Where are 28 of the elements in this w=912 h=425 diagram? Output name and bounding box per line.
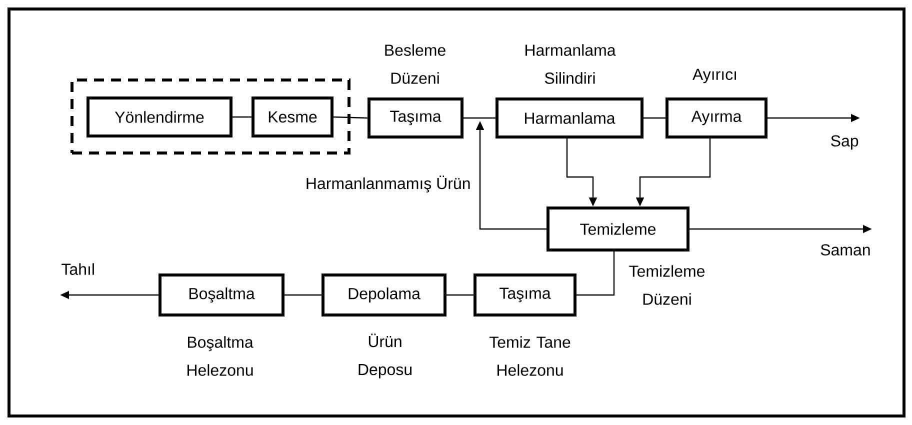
- process-box: Depolama: [322, 273, 446, 316]
- connector-line: [232, 116, 252, 118]
- edge-label: Harmanlanmamış Ürün: [306, 176, 470, 192]
- flow-label: Tahıl: [62, 263, 94, 275]
- dashed-group-box: [70, 78, 350, 154]
- process-box: Boşaltma: [158, 273, 284, 316]
- connector-line: [644, 117, 666, 119]
- process-box: Harmanlama: [496, 98, 644, 138]
- node-caption: Temiz Tane Helezonu: [489, 336, 570, 376]
- process-box: Taşıma: [368, 98, 464, 138]
- process-box: Temizleme: [546, 206, 690, 252]
- connector-line: [464, 117, 496, 119]
- node-caption: Boşaltma Helezonu: [188, 336, 254, 376]
- flow-label: Sap: [831, 135, 858, 150]
- connector-line: [446, 294, 474, 296]
- process-box: Taşıma: [474, 273, 576, 316]
- process-box: Yönlendirme: [86, 96, 232, 138]
- connector-line: [284, 294, 322, 296]
- node-caption: Temizleme Düzeni: [629, 265, 705, 305]
- connector-line: [334, 116, 368, 119]
- flow-label: Saman: [820, 244, 870, 256]
- node-caption: Ürün Deposu: [358, 334, 412, 378]
- process-box: Kesme: [252, 96, 334, 138]
- process-box: Ayırma: [666, 98, 768, 138]
- connector-line: [576, 251, 615, 296]
- node-caption: Besleme Düzeni: [385, 44, 446, 84]
- node-caption: Harmanlama Silindiri: [526, 44, 616, 84]
- node-caption: Ayırıcı: [692, 68, 736, 84]
